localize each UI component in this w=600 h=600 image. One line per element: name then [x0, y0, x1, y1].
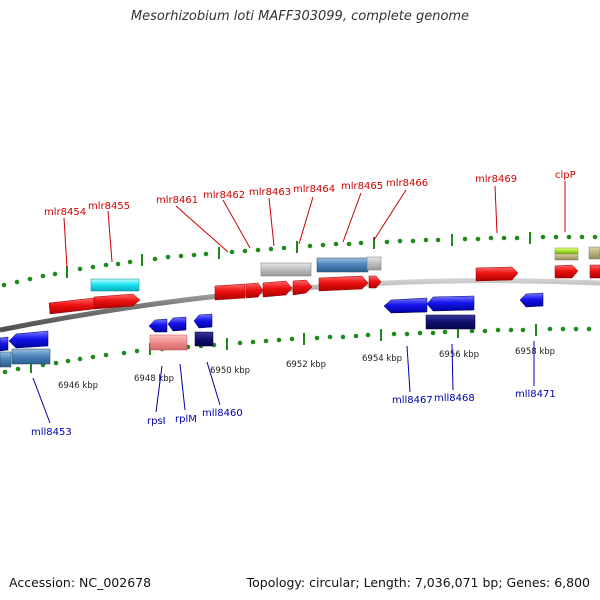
gene-mlr8466-feature[interactable]	[368, 275, 382, 289]
reverse-gene-labels: mll8453 rpsI rplM mll8460 mll8467 mll846…	[31, 341, 556, 438]
gene-mll8460-alt-feature[interactable]	[194, 331, 214, 347]
gene-label-mll8471: mll8471	[515, 389, 556, 400]
gene-mll8468-alt-feature[interactable]	[425, 314, 476, 330]
gene-label-mlr8466: mlr8466	[386, 178, 428, 189]
genome-summary-text: Topology: circular; Length: 7,036,071 bp…	[246, 575, 590, 590]
gene-label-mlr8465: mlr8465	[341, 181, 383, 192]
gene-mll8460-feature[interactable]	[193, 313, 213, 329]
gene-rplM-feature[interactable]	[167, 316, 187, 332]
scale-label: 6954 kbp	[362, 354, 402, 364]
gene-clpP-feature[interactable]	[554, 264, 579, 279]
gene-clpP-alt-feature[interactable]	[554, 247, 579, 255]
gene-mlr8465-feature[interactable]	[318, 275, 369, 292]
gene-mlr8464-feature[interactable]	[292, 279, 313, 296]
gene-mlr8465-alt-feature[interactable]	[316, 257, 369, 273]
gene-label-mll8460: mll8460	[202, 408, 243, 419]
gene-left-alt-feature[interactable]	[0, 351, 12, 368]
gene-mlr8463-alt-feature[interactable]	[260, 262, 312, 277]
gene-label-mll8467: mll8467	[392, 395, 433, 406]
gene-offscreen-alt-feature[interactable]	[588, 246, 600, 260]
gene-mll8467-feature[interactable]	[383, 297, 428, 314]
genome-title: Mesorhizobium loti MAFF303099, complete …	[130, 9, 470, 24]
reverse-strand-features	[0, 292, 544, 368]
forward-gene-labels: mlr8454 mlr8455 mlr8461 mlr8462 mlr8463 …	[44, 170, 576, 269]
gene-label-mlr8461: mlr8461	[156, 195, 198, 206]
gene-mll8471-feature[interactable]	[519, 292, 544, 308]
gene-mlr8455-alt-feature[interactable]	[90, 278, 140, 292]
gene-label-rplM: rplM	[175, 414, 197, 425]
scale-label: 6956 kbp	[439, 350, 479, 360]
gene-rpsI-feature[interactable]	[148, 318, 168, 333]
gene-label-mlr8463: mlr8463	[249, 187, 291, 198]
gene-label-mlr8469: mlr8469	[475, 174, 517, 185]
scale-label: 6952 kbp	[286, 360, 326, 370]
gene-mll8453-alt-feature[interactable]	[11, 348, 51, 365]
gene-mlr8469-feature[interactable]	[475, 266, 519, 282]
scale-label: 6948 kbp	[134, 374, 174, 384]
gene-mlr8466-alt-feature[interactable]	[366, 256, 382, 271]
gene-label-mlr8455: mlr8455	[88, 201, 130, 212]
scale-label: 6946 kbp	[58, 381, 98, 391]
gene-mlr8461-feature[interactable]	[214, 283, 246, 301]
accession-text: Accession: NC_002678	[9, 575, 152, 590]
gene-label-mlr8464: mlr8464	[293, 184, 335, 195]
gene-label-mll8468: mll8468	[434, 393, 475, 404]
scale-label: 6950 kbp	[210, 366, 250, 376]
gene-mlr8455-feature[interactable]	[93, 293, 141, 310]
gene-offscreen-feature[interactable]	[589, 264, 600, 279]
scale-label: 6958 kbp	[515, 347, 555, 357]
forward-strand-features	[48, 246, 600, 315]
scale-labels: 6946 kbp 6948 kbp 6950 kbp 6952 kbp 6954…	[58, 347, 555, 391]
gene-rpsI-alt-feature[interactable]	[149, 334, 188, 351]
gene-label-mlr8454: mlr8454	[44, 207, 86, 218]
gene-mlr8463-feature[interactable]	[262, 280, 293, 298]
gene-clpP-alt2-feature[interactable]	[554, 253, 579, 261]
gene-mll8453-feature[interactable]	[8, 330, 49, 349]
gene-mlr8462-feature[interactable]	[245, 282, 264, 299]
gene-label-mll8453: mll8453	[31, 427, 72, 438]
gene-label-rpsI: rpsI	[147, 416, 166, 427]
gene-left-feature[interactable]	[0, 336, 9, 352]
outer-ruler	[1, 232, 598, 288]
gene-label-clpP: clpP	[555, 170, 576, 181]
gene-label-mlr8462: mlr8462	[203, 190, 245, 201]
gene-mll8468-feature[interactable]	[426, 295, 475, 312]
